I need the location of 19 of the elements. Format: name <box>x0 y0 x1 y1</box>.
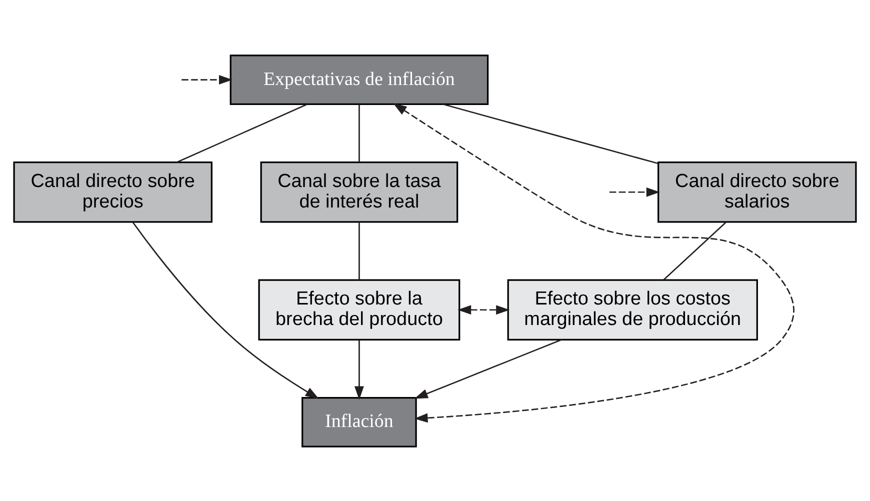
node-box: Canal sobre la tasa de interés real <box>260 161 458 222</box>
arrow <box>609 186 660 196</box>
node-box: Efecto sobre los costos marginales de producción <box>507 278 758 340</box>
connector <box>358 104 360 162</box>
arrow <box>393 102 794 422</box>
node-box: Efecto sobre la brecha del producto <box>258 278 460 340</box>
connector <box>358 221 360 280</box>
node-box: Expectativas de inflación <box>230 54 489 104</box>
connector <box>663 220 727 280</box>
arrow <box>458 304 510 314</box>
connector <box>176 103 308 162</box>
node-box: Inflación <box>302 396 417 447</box>
connector <box>442 103 658 164</box>
arrow <box>414 338 562 398</box>
arrow <box>132 221 319 398</box>
node-box: Canal directo sobre salarios <box>658 161 857 222</box>
arrow <box>182 74 233 84</box>
node-box: Canal directo sobre precios <box>13 161 212 222</box>
arrow <box>354 340 364 400</box>
